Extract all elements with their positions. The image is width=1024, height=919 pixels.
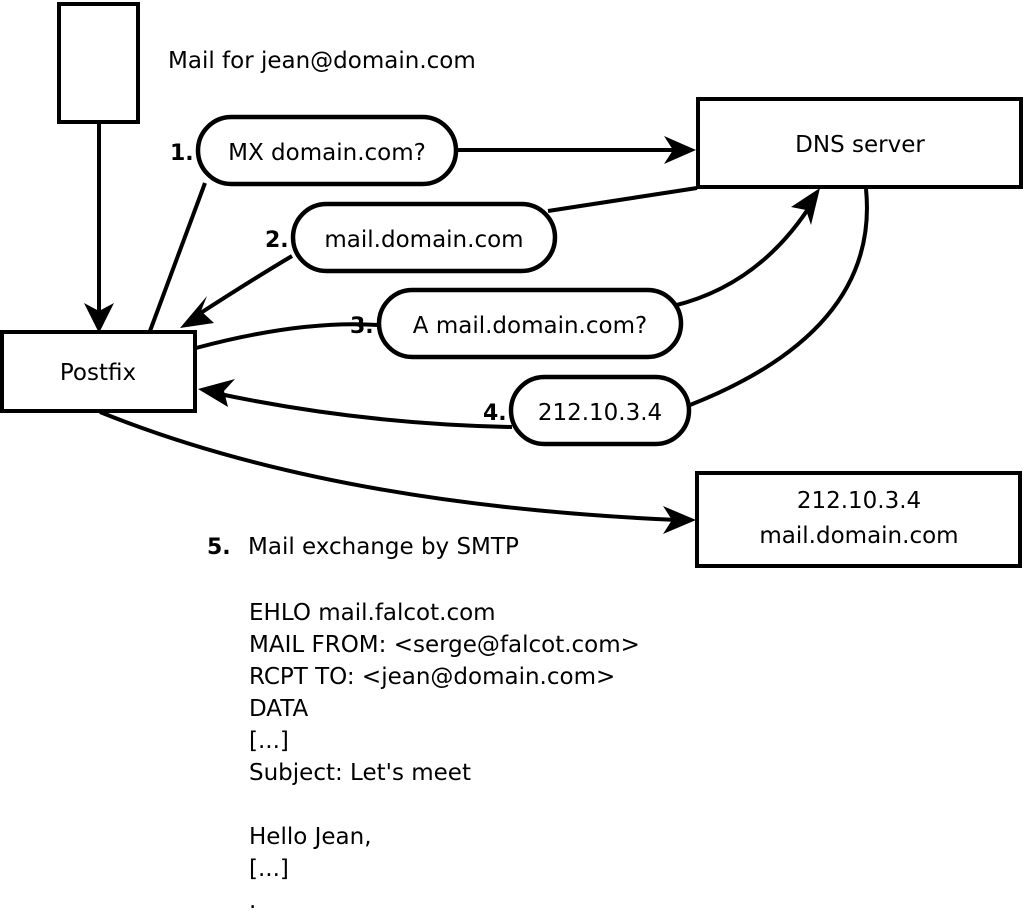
connector-postfix-to-target [99, 410, 696, 534]
smtp-line: Subject: Let's meet [249, 760, 471, 786]
smtp-line: . [249, 888, 256, 914]
step-number-4: 4. [483, 401, 507, 426]
smtp-transcript: EHLO mail.falcot.com MAIL FROM: <serge@f… [249, 600, 640, 914]
connector-postfix-to-step3 [195, 322, 379, 350]
mail-for-caption: Mail for jean@domain.com [168, 48, 476, 74]
step-bubble-2 [290, 201, 558, 274]
connector-step2-to-postfix [180, 254, 294, 328]
step-bubble-1 [195, 114, 459, 187]
step-number-1: 1. [170, 141, 194, 166]
smtp-line: [...] [249, 728, 289, 754]
step-bubble-4 [508, 374, 692, 447]
connector-step3-to-dns [672, 188, 820, 308]
smtp-line: DATA [249, 696, 309, 722]
dns-server-box [696, 97, 1023, 189]
connector-step4-to-postfix [198, 379, 513, 429]
step-label-5: Mail exchange by SMTP [248, 534, 519, 560]
smtp-line: [...] [249, 856, 289, 882]
step-label-3: A mail.domain.com? [413, 313, 647, 339]
connector-sender-to-postfix [84, 124, 114, 333]
connector-dns-to-step4 [689, 188, 869, 407]
target-host-line1: 212.10.3.4 [797, 488, 921, 514]
connector-step1-to-dns [455, 136, 696, 164]
target-host-box [695, 471, 1022, 568]
sender-box [57, 2, 140, 124]
dns-server-label: DNS server [795, 132, 925, 158]
target-host-line2: mail.domain.com [759, 523, 958, 549]
postfix-label: Postfix [60, 360, 136, 386]
smtp-line: EHLO mail.falcot.com [249, 600, 496, 626]
connector-dns-to-step2 [547, 186, 698, 213]
step-label-4: 212.10.3.4 [538, 400, 662, 426]
smtp-line: MAIL FROM: <serge@falcot.com> [249, 632, 640, 658]
step-label-2: mail.domain.com [324, 227, 523, 253]
postfix-box [0, 330, 197, 413]
step-label-1: MX domain.com? [228, 140, 426, 166]
smtp-line: RCPT TO: <jean@domain.com> [249, 664, 615, 690]
step-number-2: 2. [265, 228, 289, 253]
smtp-line: Hello Jean, [249, 824, 372, 850]
step-number-5: 5. [207, 535, 231, 560]
connector-postfix-to-step1 [148, 182, 207, 332]
step-number-3: 3. [350, 314, 374, 339]
step-bubble-3 [376, 287, 684, 360]
